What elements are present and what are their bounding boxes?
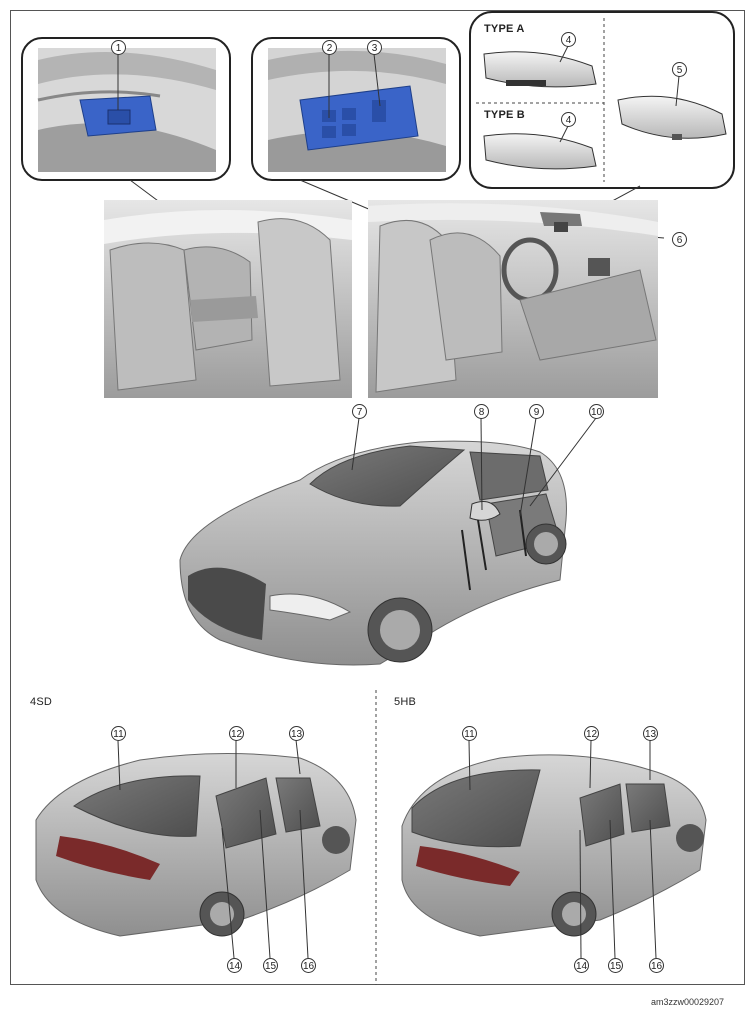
callout-5: 5 [672,62,687,77]
frameless-mirror [617,95,727,139]
inset-rearview-mirrors [469,11,735,189]
callout-12-sedan: 12 [229,726,244,741]
rear-window [73,775,201,837]
callout-4-type-b: 4 [561,112,576,127]
callout-12-hatchback: 12 [584,726,599,741]
callout-4-type-a: 4 [561,32,576,47]
hatch-front-door-glass [625,783,671,833]
callout-14-sedan: 14 [227,958,242,973]
windshield-camera-unit [554,222,568,232]
callout-14-hatchback: 14 [574,958,589,973]
hatch-rear-door-glass [579,783,625,847]
callout-3: 3 [367,40,382,55]
callout-9: 9 [529,404,544,419]
callout-13-sedan: 13 [289,726,304,741]
callout-7: 7 [352,404,367,419]
front-cabin-illustration [368,200,658,398]
door-mirror [469,501,501,521]
callout-13-hatchback: 13 [643,726,658,741]
sedan-rear-view [35,752,357,937]
auto-dimming-mirror-type-b [483,133,597,170]
hatchback-label: 5HB [394,696,416,708]
callout-6: 6 [672,232,687,247]
hatch-rear-window [411,769,541,848]
callout-1: 1 [111,40,126,55]
figure-id: am3zzw00029207 [651,997,725,1007]
front-grille [188,567,266,640]
inset-driver-window-switches [251,37,461,181]
callout-16-sedan: 16 [301,958,316,973]
front-door-glass [275,777,321,833]
sedan-front-view [179,440,567,666]
rear-cabin-illustration [104,200,352,398]
windshield [309,445,466,507]
type-a-label: TYPE A [484,23,525,35]
inset-rear-window-switch [21,37,231,181]
diagram-frame [10,10,745,985]
callout-leaders [117,45,680,959]
type-b-label: TYPE B [484,109,525,121]
callout-16-hatchback: 16 [649,958,664,973]
callout-8: 8 [474,404,489,419]
hatchback-rear-view [401,754,707,937]
center-display [588,258,610,276]
callout-15-hatchback: 15 [608,958,623,973]
window-regulators [461,509,527,591]
callout-11-sedan: 11 [111,726,126,741]
callout-10: 10 [589,404,604,419]
window-lock-switch [372,100,386,122]
callout-11-hatchback: 11 [462,726,477,741]
callout-15-sedan: 15 [263,958,278,973]
callout-2: 2 [322,40,337,55]
sedan-label: 4SD [30,696,52,708]
